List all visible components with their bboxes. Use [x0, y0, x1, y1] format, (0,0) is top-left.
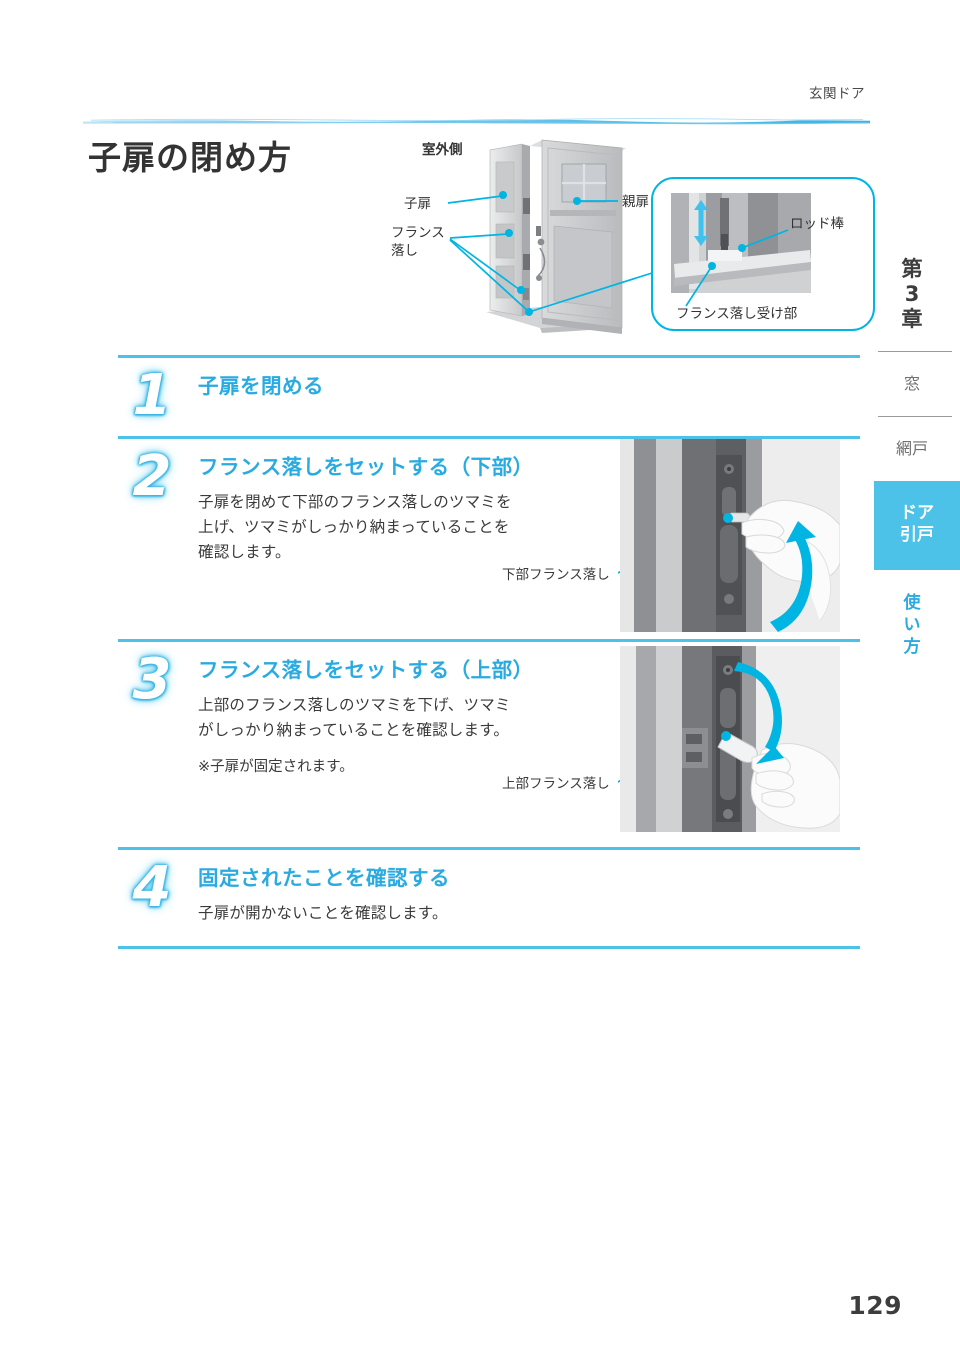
- chapter-line-3: 章: [901, 306, 923, 331]
- sidebar-divider-1: [878, 351, 952, 353]
- sidebar-tab-door-label-line2: 引戸: [900, 524, 934, 545]
- label-outdoor-side: 室外側: [422, 141, 463, 158]
- step-3-heading: フランス落しをセットする（上部）: [198, 658, 534, 682]
- header-brush-rule: [83, 116, 870, 125]
- chapter-indicator: 第 3 章: [864, 245, 960, 351]
- chapter-sidebar: 第 3 章 窓 網戸 ドア 引戸 使 い 方: [864, 245, 960, 680]
- step-2-text-line-1: 子扉を閉めて下部のフランス落しのツマミを: [198, 492, 512, 511]
- label-bolt-receiver: フランス落し受け部: [676, 306, 797, 322]
- sidebar-tab-screen-door-label: 網戸: [895, 439, 928, 459]
- step-2-photo: [620, 439, 840, 632]
- step-3-text-line-1: 上部のフランス落しのツマミを下げ、ツマミ: [198, 695, 511, 714]
- page-number: 129: [848, 1291, 902, 1320]
- step-4-text: 子扉が開かないことを確認します。: [198, 901, 850, 926]
- sidebar-tab-door-sliding-door[interactable]: ドア 引戸: [874, 481, 960, 570]
- chapter-line-2: 3: [904, 281, 920, 306]
- procedure-steps: 1 子扉を閉める 2 フランス落しをセットする（下部） 子扉を閉めて下部のフラン…: [118, 355, 860, 949]
- step-2-text-line-3: 確認します。: [198, 542, 291, 561]
- sidebar-tab-screen-door[interactable]: 網戸: [864, 417, 960, 481]
- label-french-bolt-line2: 落し: [391, 243, 418, 259]
- door-overview-diagram: 室外側 子扉 フランス 落し 親扉: [390, 138, 880, 338]
- step-4-number: 4: [132, 855, 172, 920]
- sidebar-tab-how-to-use[interactable]: 使 い 方: [864, 570, 960, 680]
- step-divider-bottom: [118, 946, 860, 949]
- step-3-photo: [620, 646, 840, 832]
- running-head: 玄関ドア: [809, 86, 865, 102]
- step-3-text-line-2: がしっかり納まっていることを確認します。: [198, 720, 510, 739]
- step-2-text-line-2: 上げ、ツマミがしっかり納まっていることを: [198, 517, 510, 536]
- label-child-door: 子扉: [404, 196, 431, 212]
- step-3-photo-caption: 上部フランス落し: [502, 776, 610, 792]
- step-1-heading: 子扉を閉める: [198, 374, 324, 398]
- page-title: 子扉の閉め方: [88, 138, 292, 177]
- step-divider-3: [118, 847, 860, 850]
- label-parent-door: 親扉: [622, 194, 649, 210]
- sidebar-tab-how-to-use-char1: 使: [903, 592, 921, 613]
- step-2: 2 フランス落しをセットする（下部） 子扉を閉めて下部のフランス落しのツマミを …: [118, 439, 860, 639]
- label-rod: ロッド棒: [790, 216, 844, 232]
- step-3-number: 3: [132, 647, 172, 712]
- sidebar-tab-door-label-line1: ドア: [900, 503, 934, 524]
- step-2-heading: フランス落しをセットする（下部）: [198, 455, 534, 479]
- sidebar-tab-how-to-use-char2: い: [903, 614, 921, 635]
- step-4: 4 固定されたことを確認する 子扉が開かないことを確認します。: [118, 850, 860, 946]
- step-1: 1 子扉を閉める: [118, 358, 860, 436]
- sidebar-tab-window[interactable]: 窓: [864, 352, 960, 416]
- step-1-number: 1: [132, 363, 172, 428]
- step-2-photo-caption: 下部フランス落し: [502, 567, 610, 583]
- label-french-bolt-line1: フランス: [391, 225, 445, 241]
- step-4-text-line-1: 子扉が開かないことを確認します。: [198, 903, 448, 922]
- step-2-text: 子扉を閉めて下部のフランス落しのツマミを 上げ、ツマミがしっかり納まっていること…: [198, 490, 628, 565]
- step-3-text: 上部のフランス落しのツマミを下げ、ツマミ がしっかり納まっていることを確認します…: [198, 693, 628, 743]
- chapter-line-1: 第: [901, 257, 923, 281]
- step-3: 3 フランス落しをセットする（上部） 上部のフランス落しのツマミを下げ、ツマミ …: [118, 642, 860, 847]
- step-3-note: ※子扉が固定されます。: [198, 758, 354, 775]
- step-divider-2: [118, 639, 860, 642]
- step-4-heading: 固定されたことを確認する: [198, 866, 450, 890]
- sidebar-tab-how-to-use-char3: 方: [903, 636, 921, 657]
- sidebar-divider-2: [878, 416, 952, 418]
- step-divider-top: [118, 355, 860, 358]
- sidebar-tab-window-label: 窓: [903, 374, 920, 394]
- step-2-number: 2: [132, 444, 172, 509]
- step-divider-1: [118, 436, 860, 439]
